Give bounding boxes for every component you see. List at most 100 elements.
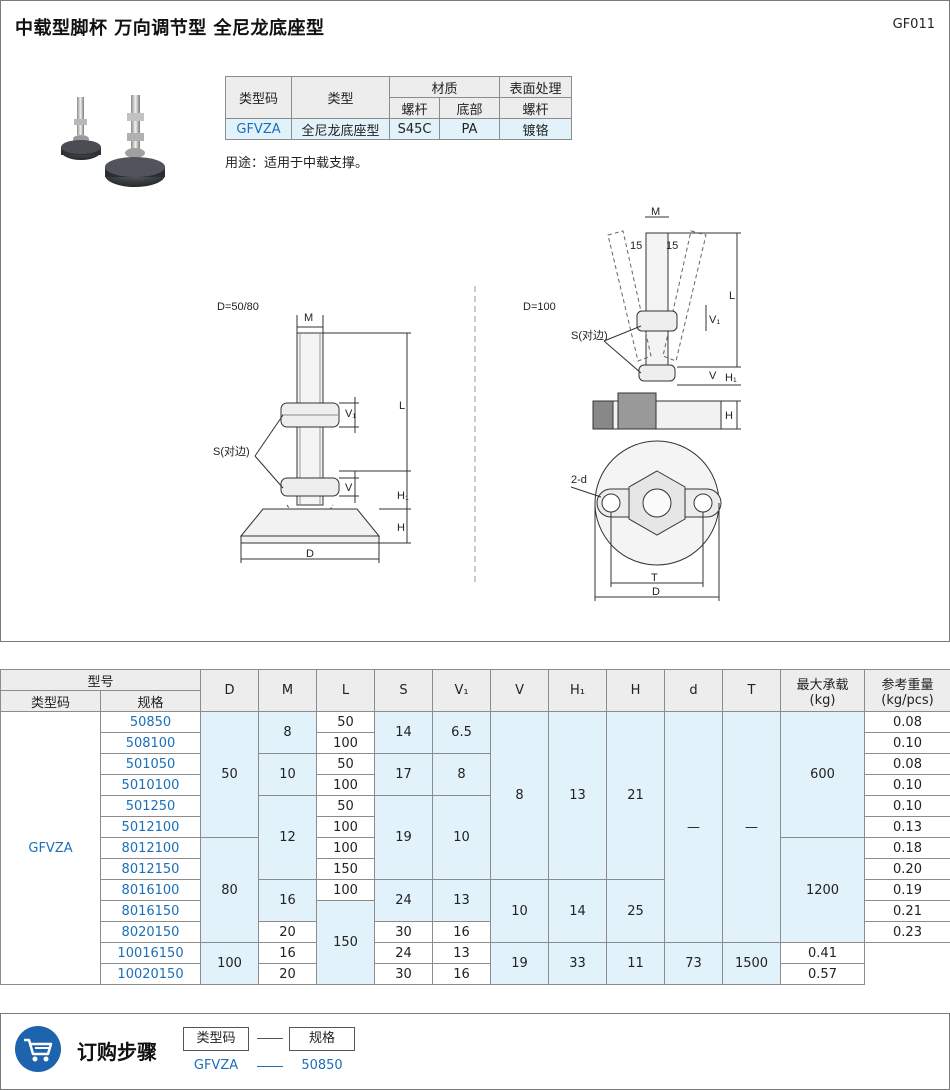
spec-table-wrapper: 型号 D M L S V₁ V H₁ H d T 最大承载(kg) 参考重量(k… [0,669,950,985]
v1-cell: 16 [432,921,492,943]
v1-cell: 10 [432,795,492,880]
weight-label: 参考重量 [881,677,934,693]
table-row: 5012100 100 0.13 [1,816,950,838]
l-cell: 50 [316,795,376,817]
dim-s: S(对边) [213,444,250,458]
col-type: 类型 [291,76,390,119]
col-surface: 表面处理 [499,76,572,98]
page-title: 中载型脚杯 万向调节型 全尼龙底座型 [15,18,325,39]
spec-cell[interactable]: 508100 [99,732,202,754]
d-cell: 80 [200,837,260,943]
table-row: 10020150 20 30 16 0.57 [1,963,950,985]
dim-m: M [304,312,313,324]
order-dash [257,1038,283,1039]
weight-cell: 0.08 [864,753,950,775]
sub-screw: 螺杆 [389,97,440,119]
col-dd: d [664,669,724,712]
order-type-code-value: GFVZA [193,1058,239,1073]
dim-h: H [397,522,405,534]
dim-l: L [399,400,405,412]
product-info-panel: 中载型脚杯 万向调节型 全尼龙底座型 GF011 类型码 [0,0,950,642]
spec-cell[interactable]: 5012100 [99,816,202,838]
dim-v1: V₁ [345,408,356,420]
weight-cell: 0.20 [864,858,950,880]
dim-d: D [306,548,314,560]
order-dash-value [257,1066,283,1067]
h1-cell: 19 [490,942,550,985]
spec-cell[interactable]: 8012150 [99,858,202,880]
col-h: H [606,669,666,712]
v1-cell: 16 [432,963,492,985]
table-row: 8016150 150 0.21 [1,900,950,985]
order-spec-value: 50850 [301,1058,343,1073]
d-cell: 100 [200,942,260,985]
spec-cell[interactable]: 10020150 [99,963,202,985]
spec-cell[interactable]: 10016150 [99,942,202,964]
table-row: 8012100 80 100 1200 0.18 [1,837,950,943]
weight-cell: 0.19 [864,879,950,901]
m-cell: 12 [258,795,318,880]
order-title: 订购步骤 [77,1040,157,1064]
l-cell: 50 [316,711,376,733]
m-cell: 10 [258,753,318,796]
dim-v: V [345,482,353,494]
spec-cell[interactable]: 50850 [99,711,202,733]
s-cell: 17 [374,753,434,796]
weight-cell: 0.21 [864,900,950,922]
spec-cell[interactable]: 8012100 [99,837,202,859]
v1-cell: 13 [432,942,492,964]
dim-t: T [651,572,658,584]
spec-cell[interactable]: 8016150 [99,900,202,922]
max-load-unit: (kg) [809,692,836,708]
spec-table: 型号 D M L S V₁ V H₁ H d T 最大承载(kg) 参考重量(k… [0,669,950,985]
table-row: 8020150 20 30 16 0.23 [1,921,950,943]
col-s: S [374,669,434,712]
col-h1: H₁ [548,669,608,712]
col-v: V [490,669,550,712]
weight-cell: 0.41 [780,942,866,964]
dim-h1: H₁ [397,490,409,502]
dim-s-right: S(对边) [571,328,608,342]
l-cell: 100 [316,816,376,838]
col-v1: V₁ [432,669,492,712]
type-code-cell: GFVZA [225,118,292,140]
s-cell: 14 [374,711,434,754]
load-cell: 600 [780,711,866,838]
dim-hole: 2-d [571,474,587,486]
weight-unit: (kg/pcs) [881,692,934,708]
spec-cell[interactable]: 501250 [99,795,202,817]
table-row: 508100 100 0.10 [1,732,950,754]
s-cell: 24 [374,879,434,922]
col-weight: 参考重量(kg/pcs) [864,669,950,712]
dim-h-right: H [725,410,733,422]
spec-cell[interactable]: 501050 [99,753,202,775]
table-row: GFVZA 50850 50 8 50 14 6.5 8 13 21 — — 6… [0,711,950,985]
dim-v-right: V [709,370,717,382]
s-cell: 19 [374,795,434,880]
v1-cell: 8 [432,753,492,796]
dd-cell: 11 [606,942,666,985]
base-material-cell: PA [439,118,500,140]
col-material: 材质 [389,76,500,98]
weight-cell: 0.23 [864,921,950,943]
m-cell: 16 [258,879,318,922]
col-type-code: 类型码 [225,76,292,119]
dim-m-right: M [651,206,660,218]
cart-icon [15,1026,61,1072]
t-cell: — [722,711,782,943]
sub-base: 底部 [439,97,500,119]
m-cell: 16 [258,942,318,964]
spec-cell[interactable]: 8016100 [99,879,202,901]
v-cell: 10 [490,879,550,943]
spec-cell[interactable]: 8020150 [99,921,202,943]
load-cell: 1200 [780,837,866,943]
dim-d-right: D [652,586,660,598]
table-row: 8016100 16 100 24 13 10 14 25 0.19 [1,879,950,943]
spec-cell[interactable]: 5010100 [99,774,202,796]
type-code-cell: GFVZA [0,711,101,985]
col-type-code: 类型码 [0,690,101,712]
dim-angle-right: 15 [666,240,678,252]
right-view-label: D=100 [523,301,556,313]
material-table: 类型码 类型 材质 表面处理 螺杆 底部 螺杆 GFVZA 全尼龙底座型 S45… [225,76,572,140]
type-cell: 全尼龙底座型 [291,118,390,140]
